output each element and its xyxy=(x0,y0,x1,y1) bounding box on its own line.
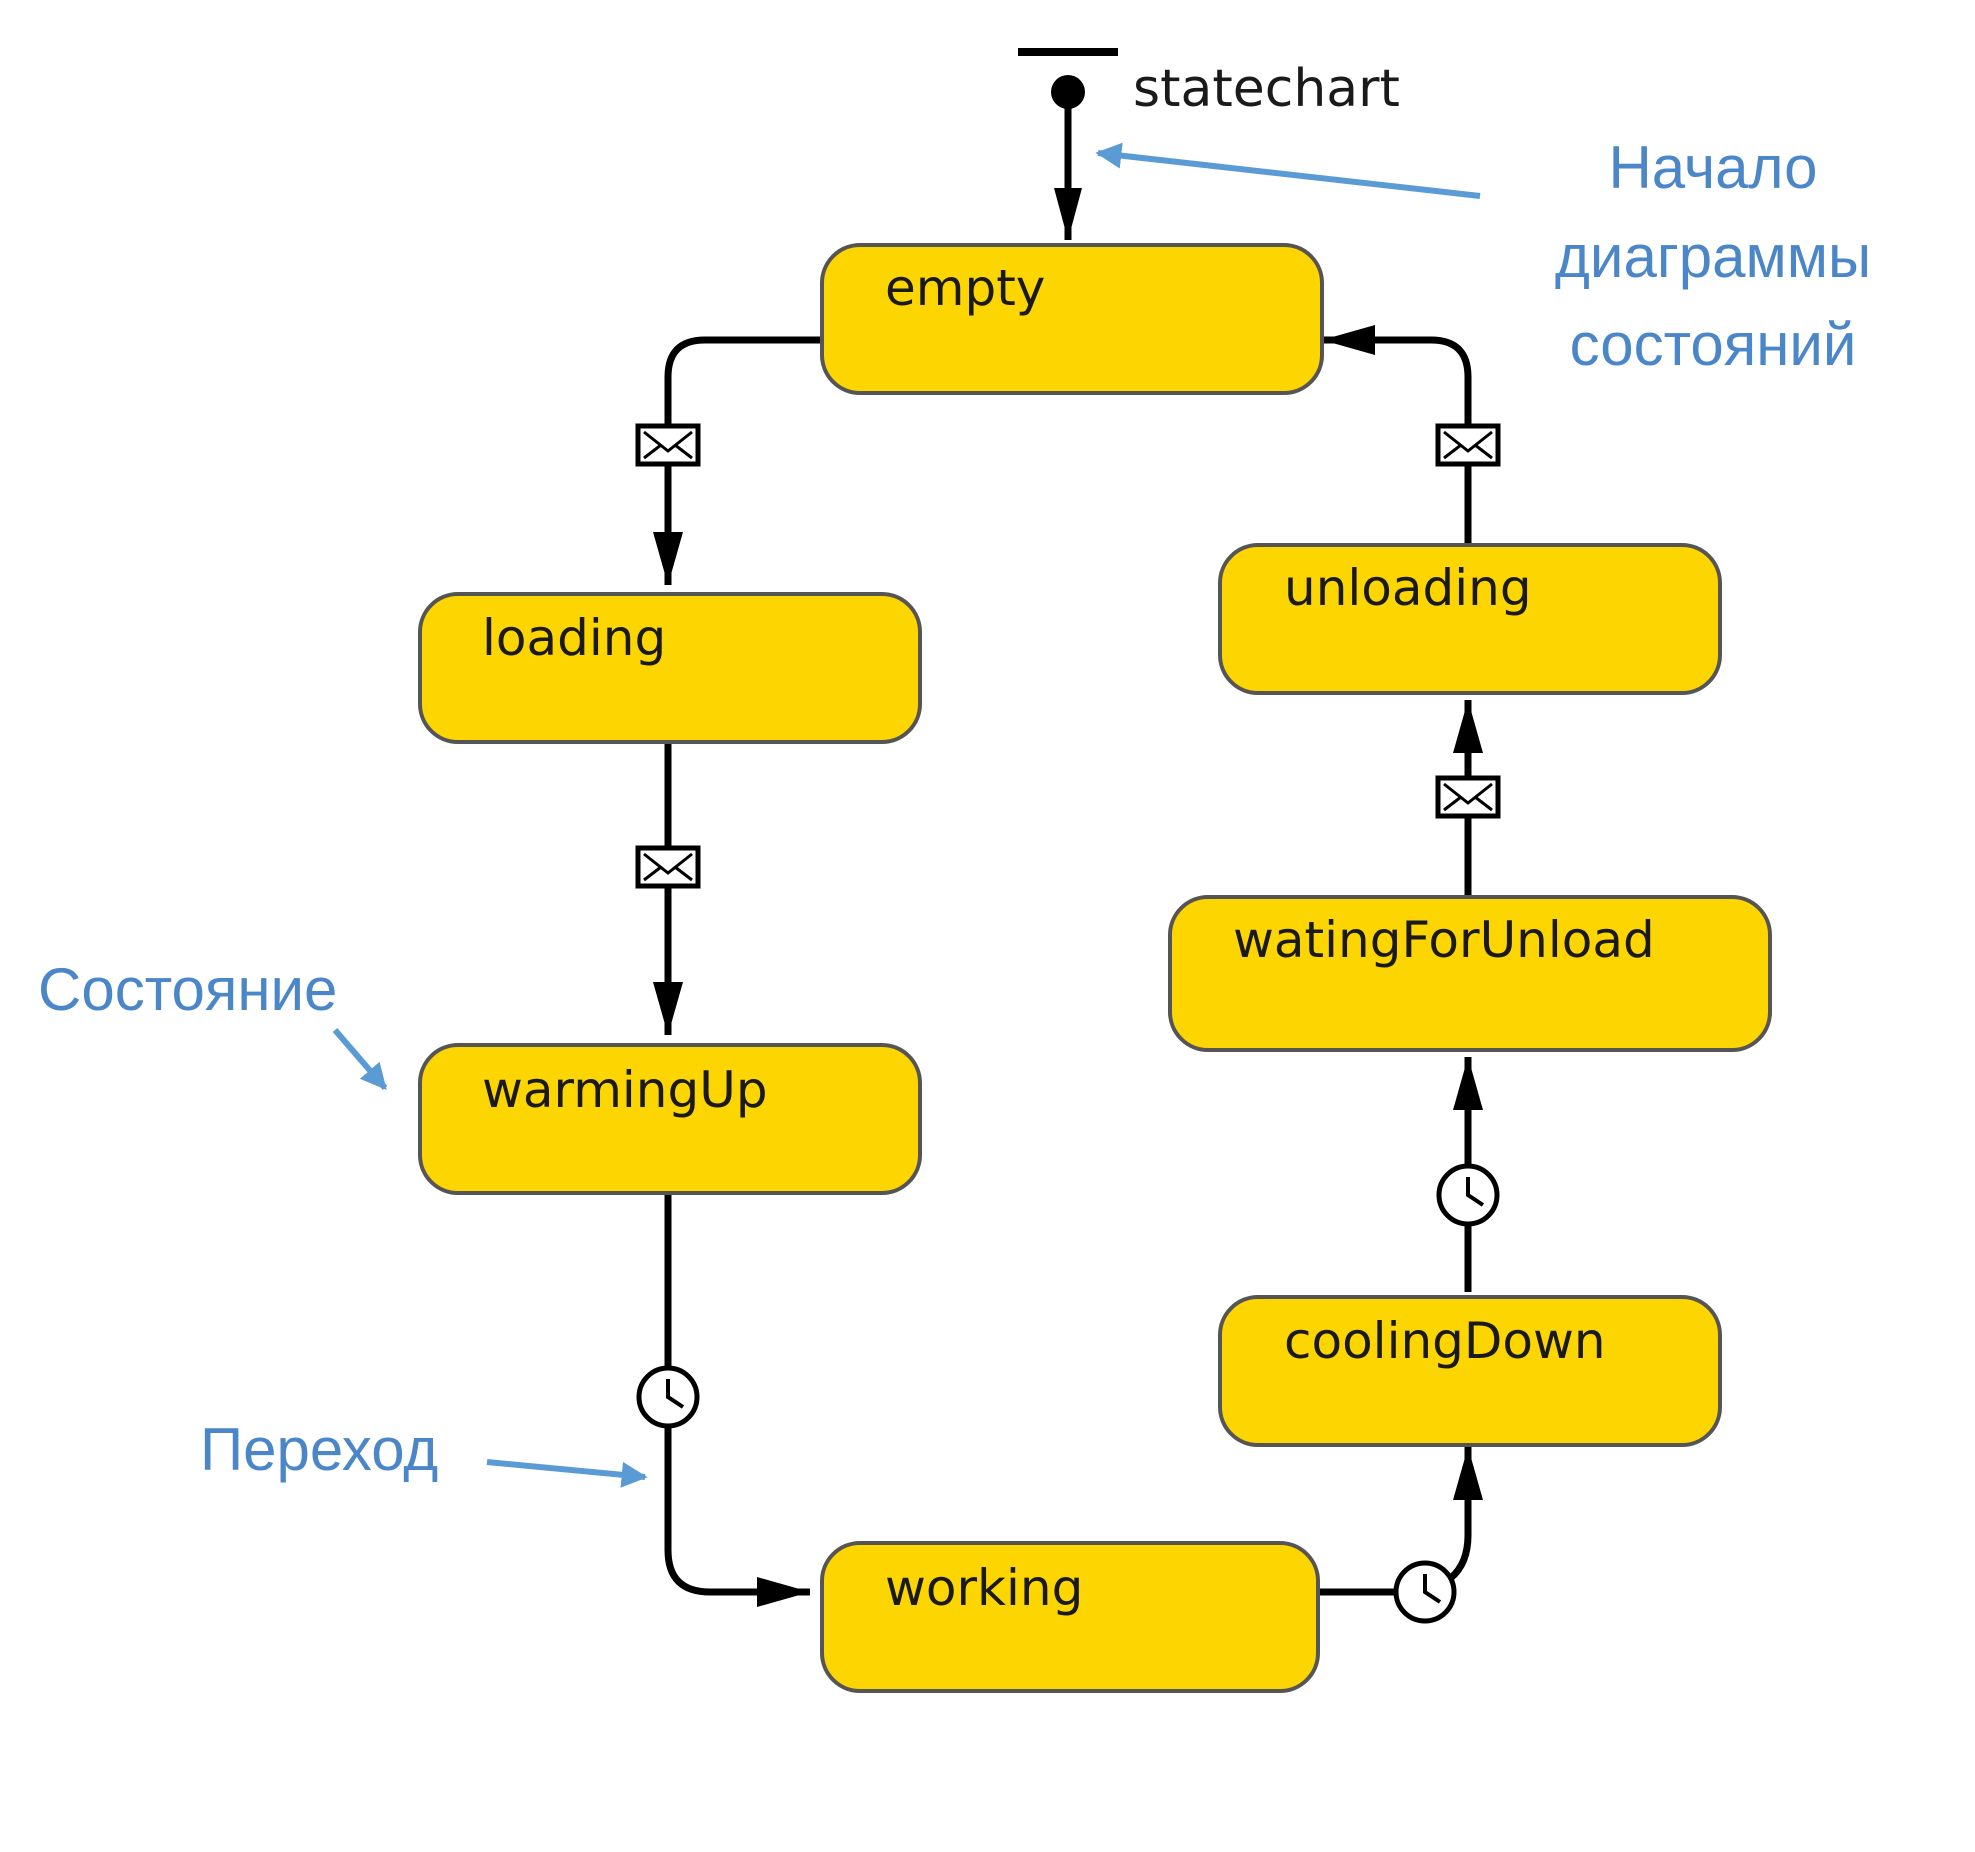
arrowhead-working xyxy=(757,1577,810,1607)
annotation-arrows xyxy=(332,142,1481,1488)
annotation-arrow-state xyxy=(332,1028,388,1090)
state-label-unloading: unloading xyxy=(1284,559,1532,617)
state-label-working: working xyxy=(885,1559,1083,1617)
arrowhead-loading xyxy=(653,532,683,585)
arrowhead-warmingup xyxy=(653,982,683,1035)
annotation-arrow-transition xyxy=(486,1459,648,1488)
state-warmingup[interactable]: warmingUp xyxy=(418,1043,922,1195)
annotation-state: Состояние xyxy=(38,956,337,1023)
state-label-coolingdown: coolingDown xyxy=(1284,1312,1606,1370)
annotation-start-line1: Начало xyxy=(1608,134,1817,201)
envelope-icon[interactable] xyxy=(1435,423,1501,467)
arrowheads xyxy=(653,325,1483,1607)
transition-unloading-empty[interactable] xyxy=(1322,336,1472,545)
annotation-start-line2: диаграммы xyxy=(1555,223,1871,290)
clock-icon[interactable] xyxy=(1393,1560,1457,1624)
state-unloading[interactable]: unloading xyxy=(1218,543,1722,695)
state-label-watingforunload: watingForUnload xyxy=(1233,911,1655,969)
initial-pointer[interactable] xyxy=(1018,48,1118,240)
envelope-icon[interactable] xyxy=(1435,775,1501,819)
statechart-label: statechart xyxy=(1133,59,1400,119)
annotations: Начало диаграммы состояний Состояние Пер… xyxy=(38,134,1871,1483)
state-coolingdown[interactable]: coolingDown xyxy=(1218,1295,1722,1447)
arrowhead-watingforunload xyxy=(1453,1057,1483,1110)
state-empty[interactable]: empty xyxy=(820,243,1324,395)
envelope-icon[interactable] xyxy=(635,423,701,467)
transition-warmingup-working[interactable] xyxy=(664,1193,810,1596)
arrowhead-unloading xyxy=(1453,700,1483,753)
state-loading[interactable]: loading xyxy=(418,592,922,744)
state-label-empty: empty xyxy=(885,259,1045,317)
arrowhead-coolingdown xyxy=(1453,1447,1483,1500)
envelope-icon[interactable] xyxy=(635,845,701,889)
state-label-warmingup: warmingUp xyxy=(482,1061,768,1119)
state-working[interactable]: working xyxy=(820,1541,1320,1693)
annotation-start-line3: состояний xyxy=(1570,311,1857,378)
state-label-loading: loading xyxy=(482,609,666,667)
clock-icon[interactable] xyxy=(636,1365,700,1429)
annotation-arrow-start xyxy=(1095,142,1481,199)
transition-empty-loading[interactable] xyxy=(664,336,822,585)
clock-icon[interactable] xyxy=(1436,1163,1500,1227)
arrowhead-empty xyxy=(1322,325,1375,355)
state-watingforunload[interactable]: watingForUnload xyxy=(1168,895,1772,1052)
annotation-transition: Переход xyxy=(200,1416,438,1483)
